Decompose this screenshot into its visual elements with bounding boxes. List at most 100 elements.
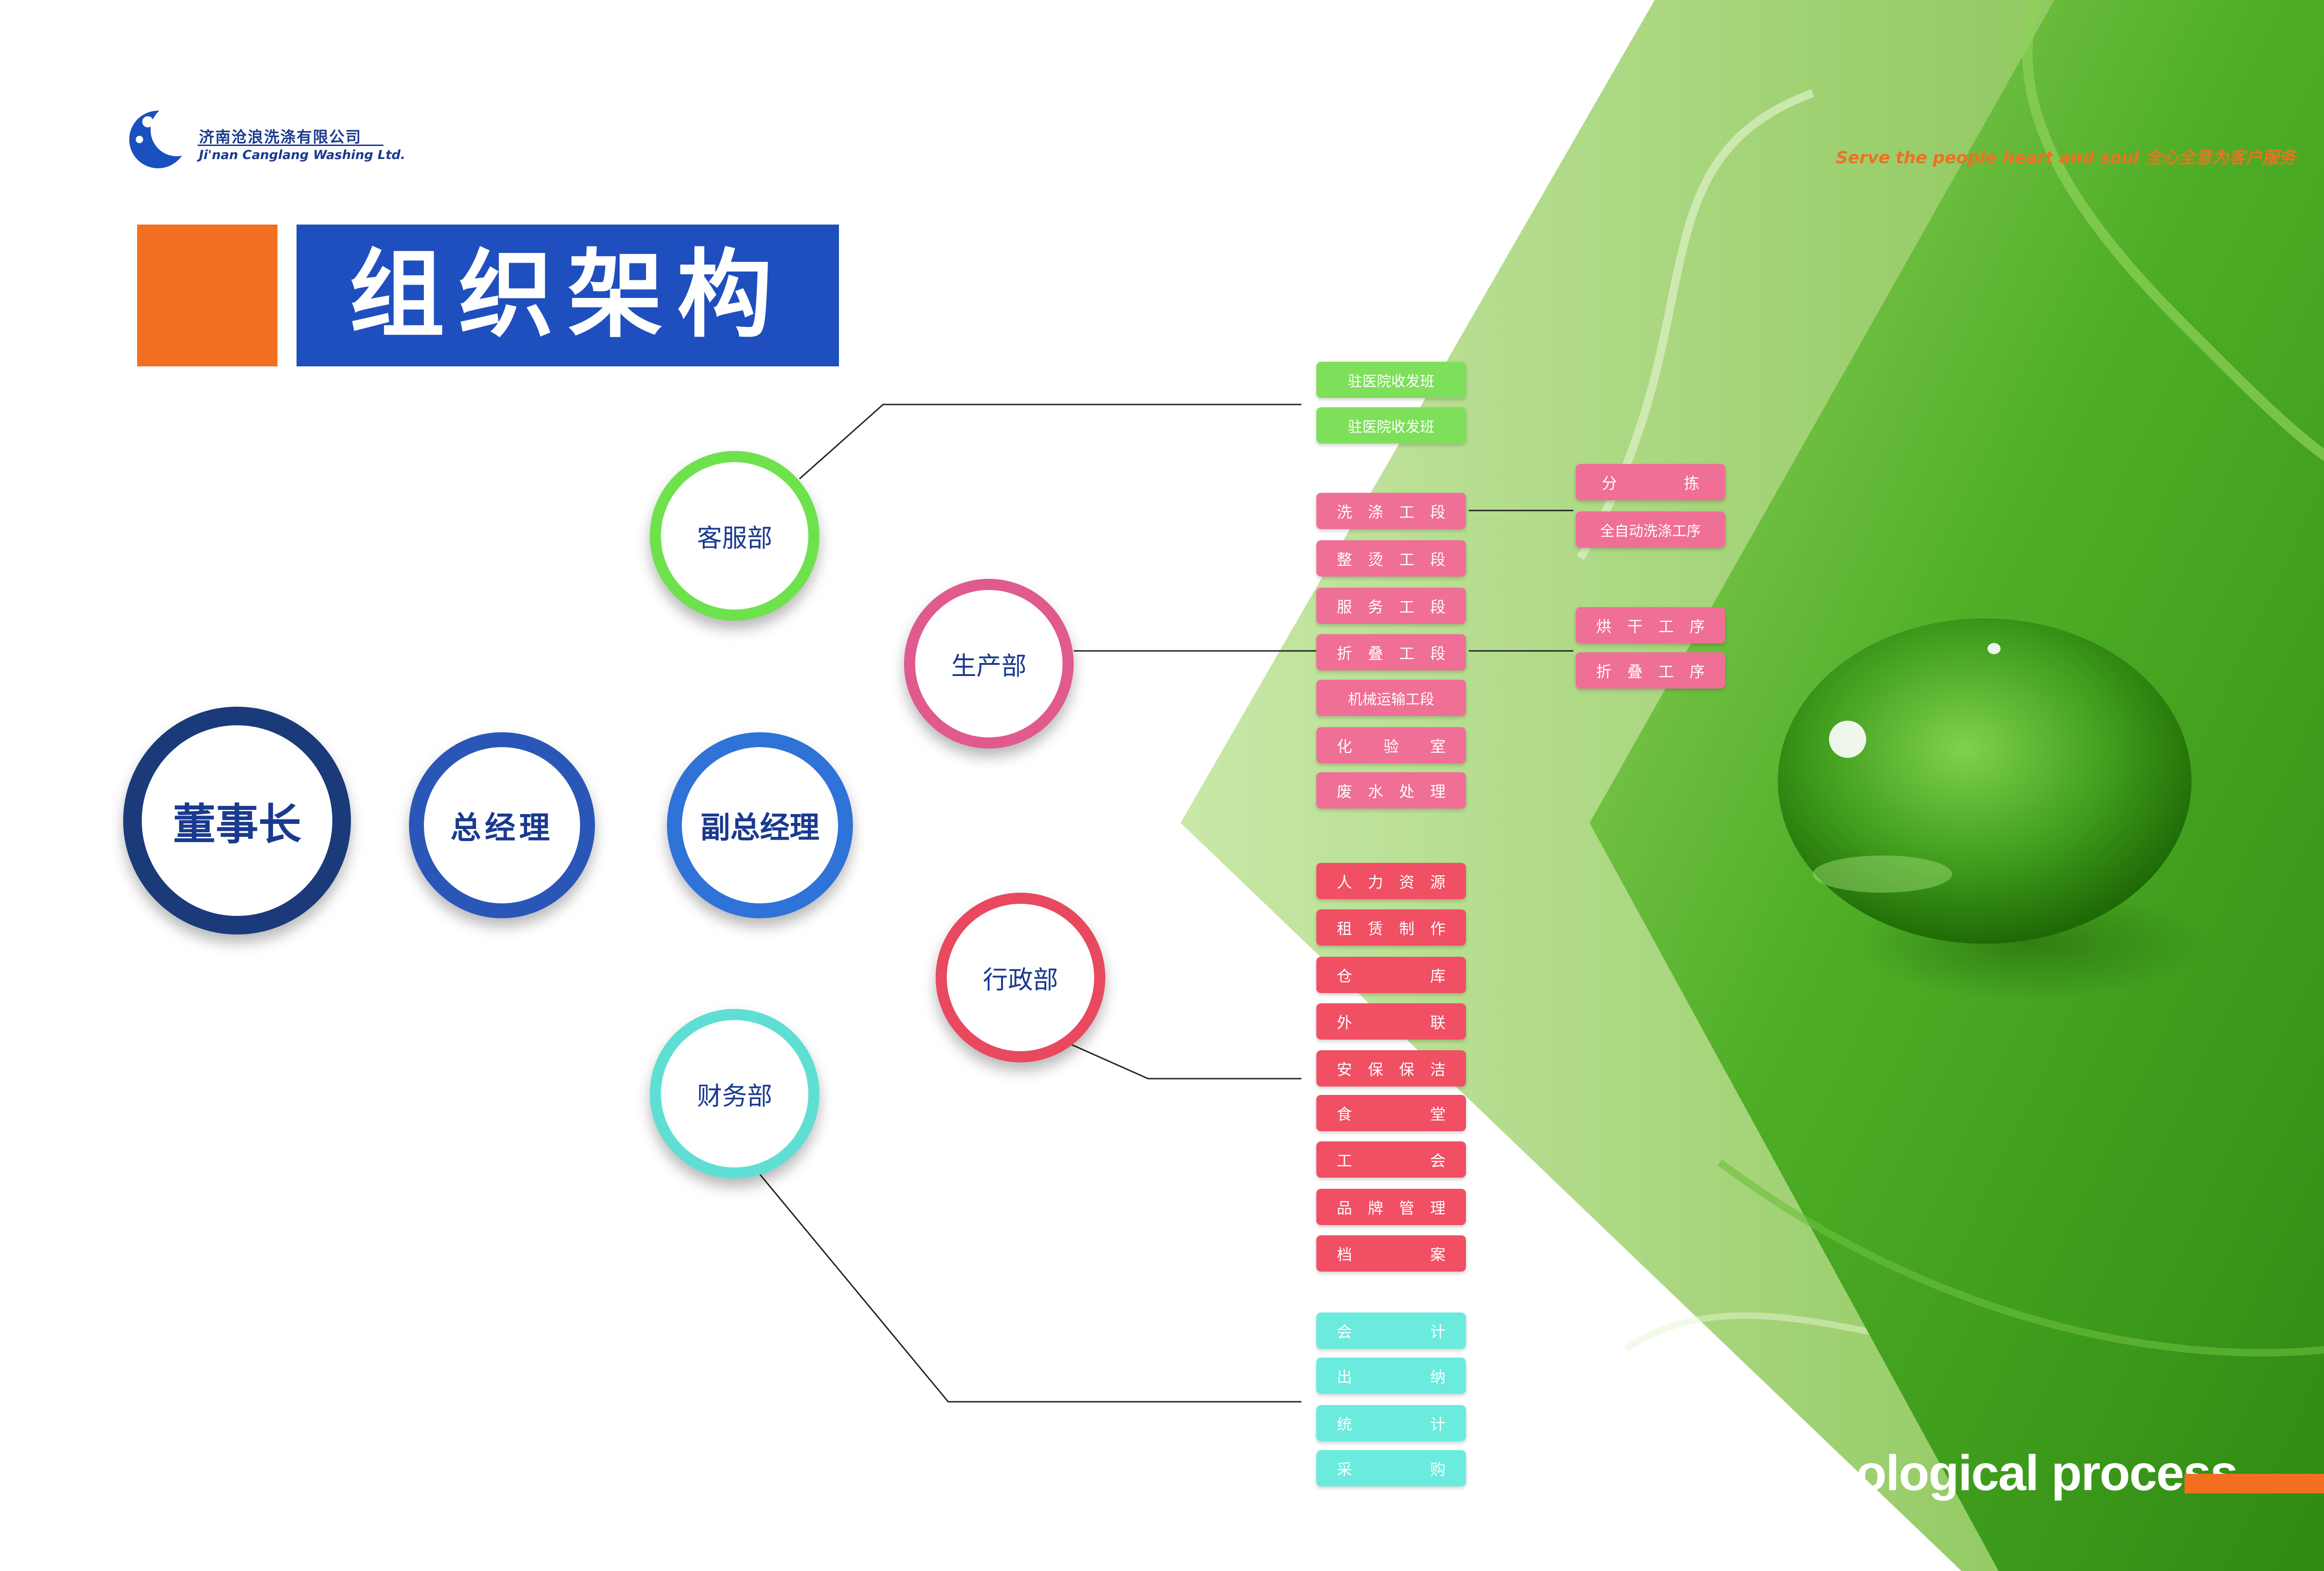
unit-char: 段 bbox=[1430, 550, 1446, 569]
footer-title: technological process bbox=[1727, 1445, 2238, 1501]
unit-char: 购 bbox=[1430, 1460, 1446, 1478]
unit-char: 采 bbox=[1337, 1460, 1352, 1478]
unit-char: 工 bbox=[1399, 550, 1414, 569]
unit-char: 折 bbox=[1337, 644, 1352, 663]
unit-char: 统 bbox=[1337, 1415, 1352, 1433]
unit-box: 折叠工段 bbox=[1316, 634, 1466, 670]
unit-char: 化 bbox=[1337, 737, 1352, 756]
unit-char: 室 bbox=[1430, 737, 1446, 756]
unit-char: 叠 bbox=[1368, 644, 1383, 663]
unit-box: 驻医院收发班 bbox=[1316, 407, 1466, 444]
unit-char: 洁 bbox=[1430, 1061, 1446, 1079]
unit-char: 整 bbox=[1337, 550, 1352, 569]
unit-box: 租赁制作 bbox=[1316, 909, 1466, 946]
company-name-en: Ji'nan Canglang Washing Ltd. bbox=[199, 148, 405, 162]
unit-box: 整烫工段 bbox=[1316, 540, 1466, 577]
subunit-box: 烘干工序 bbox=[1576, 607, 1725, 643]
unit-char: 计 bbox=[1430, 1323, 1446, 1341]
unit-char: 工 bbox=[1399, 598, 1414, 616]
unit-box: 服务工段 bbox=[1316, 588, 1466, 624]
unit-char: 会 bbox=[1430, 1152, 1446, 1170]
node-gm-label: 总经理 bbox=[450, 809, 554, 846]
unit-char: 工 bbox=[1337, 1152, 1352, 1170]
unit-char: 品 bbox=[1337, 1199, 1352, 1217]
unit-char: 理 bbox=[1430, 782, 1446, 801]
unit-box: 安保保洁 bbox=[1316, 1050, 1466, 1087]
unit-char: 出 bbox=[1337, 1368, 1352, 1386]
unit-box: 出纳 bbox=[1316, 1358, 1466, 1394]
unit-char: 档 bbox=[1337, 1246, 1352, 1264]
unit-char: 制 bbox=[1399, 920, 1414, 938]
unit-char: 水 bbox=[1368, 782, 1383, 801]
node-customer-service-label: 客服部 bbox=[697, 524, 772, 553]
unit-char: 烘 bbox=[1596, 617, 1611, 636]
unit-char: 干 bbox=[1627, 617, 1643, 636]
unit-box: 档案 bbox=[1316, 1235, 1466, 1272]
unit-char: 叠 bbox=[1627, 663, 1643, 681]
unit-char: 废 bbox=[1337, 782, 1352, 801]
unit-char: 工 bbox=[1399, 503, 1414, 521]
title-accent-square bbox=[137, 225, 277, 366]
unit-char: 租 bbox=[1337, 920, 1352, 938]
node-chairman-label: 董事长 bbox=[172, 799, 301, 849]
unit-box: 会计 bbox=[1316, 1312, 1466, 1349]
unit-char: 资 bbox=[1399, 873, 1414, 891]
unit-box: 仓库 bbox=[1316, 957, 1466, 993]
unit-char: 源 bbox=[1430, 873, 1446, 891]
unit-box: 机械运输工段 bbox=[1316, 680, 1466, 716]
unit-box: 洗涤工段 bbox=[1316, 493, 1466, 529]
unit-char: 案 bbox=[1430, 1246, 1446, 1264]
unit-char: 处 bbox=[1399, 782, 1414, 801]
water-droplet bbox=[1778, 618, 2192, 944]
node-deputy-gm: 副总经理 bbox=[667, 732, 853, 918]
logo-divider bbox=[198, 145, 383, 146]
unit-char: 务 bbox=[1368, 598, 1383, 616]
unit-char: 工 bbox=[1658, 663, 1674, 681]
node-production-label: 生产部 bbox=[951, 651, 1027, 681]
unit-char: 食 bbox=[1337, 1105, 1352, 1123]
node-production: 生产部 bbox=[904, 579, 1074, 749]
unit-char: 会 bbox=[1337, 1323, 1352, 1341]
unit-char: 洗 bbox=[1337, 503, 1352, 521]
company-name-cn: 济南沧浪洗涤有限公司 bbox=[199, 128, 362, 146]
unit-char: 工 bbox=[1658, 617, 1674, 636]
unit-char: 堂 bbox=[1430, 1105, 1446, 1123]
unit-char: 牌 bbox=[1368, 1199, 1383, 1217]
unit-char: 外 bbox=[1337, 1014, 1352, 1032]
unit-char: 仓 bbox=[1337, 967, 1352, 985]
unit-box: 外联 bbox=[1316, 1003, 1466, 1040]
unit-char: 序 bbox=[1690, 663, 1705, 681]
slogan: Serve the people heart and soul 全心全意为客户服… bbox=[1836, 148, 2296, 167]
unit-char: 力 bbox=[1368, 873, 1383, 891]
unit-char: 安 bbox=[1337, 1061, 1352, 1079]
unit-char: 验 bbox=[1383, 737, 1399, 756]
unit-box: 品牌管理 bbox=[1316, 1189, 1466, 1225]
unit-char: 段 bbox=[1430, 503, 1446, 521]
unit-char: 分 bbox=[1602, 474, 1617, 492]
footer-accent-bar bbox=[2185, 1474, 2324, 1493]
unit-char: 保 bbox=[1368, 1061, 1383, 1079]
unit-char: 作 bbox=[1430, 920, 1446, 938]
subunit-box: 分拣 bbox=[1576, 464, 1725, 500]
unit-char: 理 bbox=[1430, 1199, 1446, 1217]
unit-box: 统计 bbox=[1316, 1405, 1466, 1441]
unit-char: 计 bbox=[1430, 1415, 1446, 1433]
node-customer-service: 客服部 bbox=[650, 451, 819, 621]
unit-char: 人 bbox=[1337, 873, 1352, 891]
unit-box: 废水处理 bbox=[1316, 772, 1466, 809]
unit-box: 人力资源 bbox=[1316, 863, 1466, 899]
node-finance-label: 财务部 bbox=[697, 1081, 772, 1111]
page-title: 组织架构 bbox=[349, 240, 786, 351]
node-finance: 财务部 bbox=[650, 1009, 819, 1179]
unit-char: 拣 bbox=[1684, 474, 1699, 492]
unit-char: 折 bbox=[1596, 663, 1611, 681]
unit-char: 服 bbox=[1337, 598, 1352, 616]
unit-char: 段 bbox=[1430, 598, 1446, 616]
unit-char: 纳 bbox=[1430, 1368, 1446, 1386]
unit-box: 化验室 bbox=[1316, 727, 1466, 763]
unit-char: 管 bbox=[1399, 1199, 1414, 1217]
node-deputy-gm-label: 副总经理 bbox=[700, 810, 819, 845]
node-general-manager: 总经理 bbox=[409, 732, 595, 918]
unit-char: 工 bbox=[1399, 644, 1414, 663]
